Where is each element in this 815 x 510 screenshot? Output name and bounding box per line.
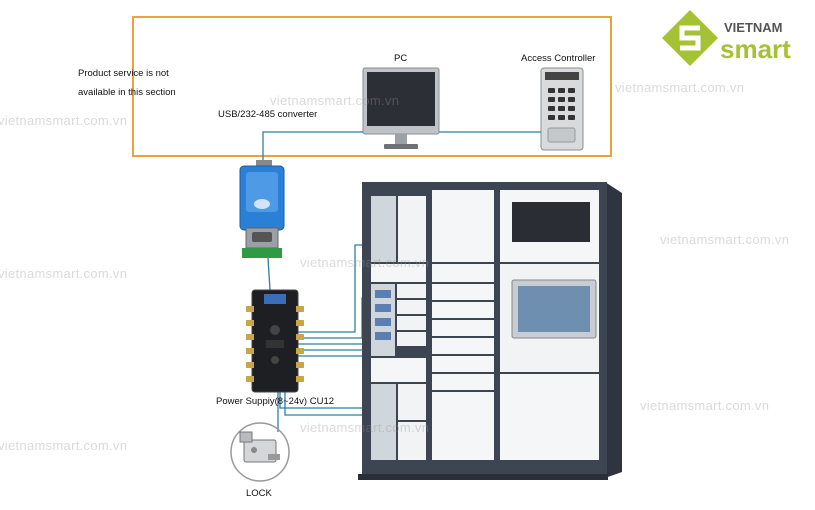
- pc-label: PC: [394, 53, 408, 64]
- access-controller-icon: [540, 67, 584, 151]
- lock-icon: [230, 422, 290, 482]
- unavailable-section-frame: [132, 16, 612, 157]
- lock-label: LOCK: [246, 488, 272, 499]
- watermark-6: vietnamsmart.com.vn: [660, 232, 790, 247]
- watermark-9: vietnamsmart.com.vn: [640, 398, 770, 413]
- watermark-1: vietnamsmart.com.vn: [0, 113, 128, 128]
- power-supply-label: Power Suppiy(8~24v) CU12: [216, 396, 335, 407]
- logo-line-2: smart: [720, 34, 791, 64]
- cu12-board-icon: [246, 289, 304, 393]
- pc-monitor-icon: [362, 67, 440, 149]
- watermark-7: vietnamsmart.com.vn: [0, 438, 128, 453]
- watermark-2: vietnamsmart.com.vn: [270, 93, 400, 108]
- notice-line-1: Product service is not: [78, 68, 169, 79]
- converter-label: USB/232-485 converter: [218, 109, 318, 120]
- logo-line-1: VIETNAM: [724, 20, 783, 35]
- watermark-8: vietnamsmart.com.vn: [300, 420, 430, 435]
- watermark-3: vietnamsmart.com.vn: [615, 80, 745, 95]
- access-controller-label: Access Controller: [521, 53, 596, 64]
- watermark-5: vietnamsmart.com.vn: [300, 255, 430, 270]
- notice-line-2: available in this section: [78, 87, 176, 98]
- vietnam-smart-logo: VIETNAM smart: [660, 8, 810, 70]
- locker-cabinet: [358, 182, 622, 480]
- logo-diamond-icon: [662, 10, 718, 66]
- watermark-4: vietnamsmart.com.vn: [0, 266, 128, 281]
- usb-converter-icon: [239, 160, 285, 258]
